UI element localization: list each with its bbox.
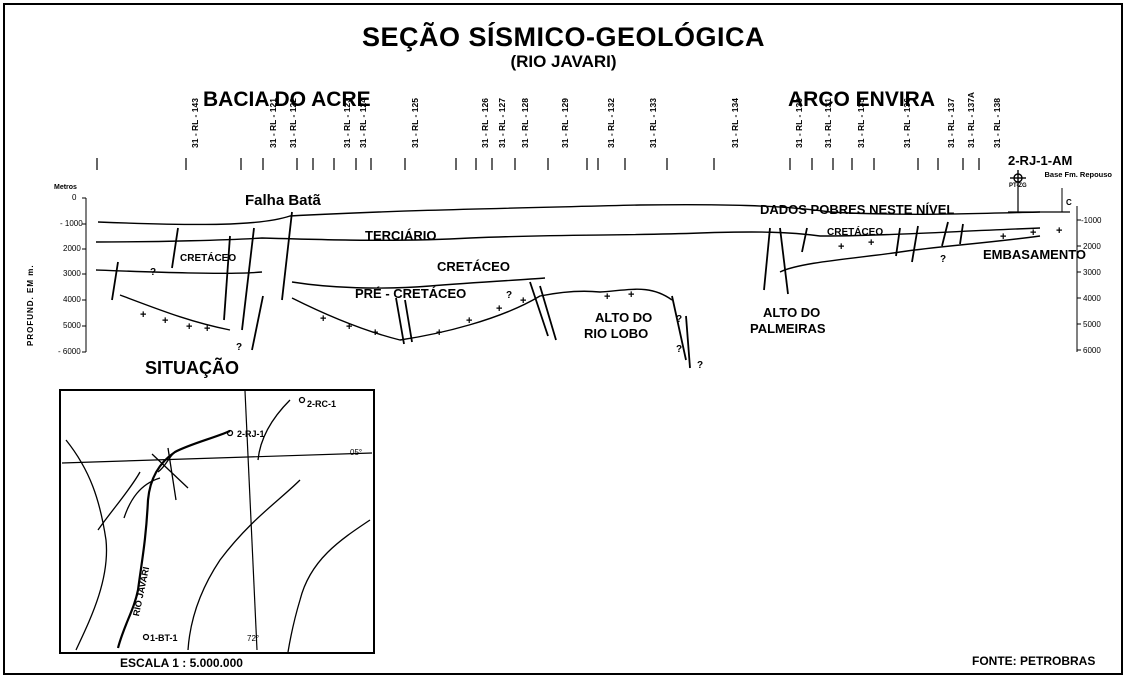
figure-subtitle: (RIO JAVARI) xyxy=(510,52,617,71)
horizon-basement xyxy=(119,288,673,341)
left-tick: 0 xyxy=(72,193,77,202)
svg-text:+: + xyxy=(868,237,874,249)
map-well-2rj1: 2-RJ-1 xyxy=(237,429,265,439)
axis-unit-label: Metros xyxy=(54,184,77,191)
svg-text:+: + xyxy=(1056,225,1062,237)
svg-text:+: + xyxy=(140,309,146,321)
left-tick: 2000 xyxy=(63,244,81,253)
right-tick: 5000 xyxy=(1083,320,1101,329)
svg-text:+: + xyxy=(204,323,210,335)
svg-text:+: + xyxy=(186,321,192,333)
svg-text:?: ? xyxy=(236,342,242,353)
right-tick: 2000 xyxy=(1083,242,1101,251)
svg-text:+: + xyxy=(320,313,326,325)
svg-text:+: + xyxy=(628,289,634,301)
situacao-title: SITUAÇÃO xyxy=(145,358,239,378)
svg-text:+: + xyxy=(436,327,442,339)
left-tick: - 6000 xyxy=(58,347,81,356)
horizon-tertiary-base xyxy=(95,227,1041,243)
svg-text:?: ? xyxy=(506,290,512,301)
svg-text:?: ? xyxy=(940,254,946,265)
alto-rio-lobo-label-1: ALTO DO xyxy=(595,310,653,325)
svg-text:+: + xyxy=(1000,231,1006,243)
right-tick: 6000 xyxy=(1083,346,1101,355)
svg-text:?: ? xyxy=(676,344,682,355)
alto-rio-lobo-label-2: RIO LOBO xyxy=(584,326,649,341)
left-tick: 5000 xyxy=(63,321,81,330)
shotpoint-ticks xyxy=(96,158,980,170)
well-formation: Base Fm. Repouso xyxy=(1044,170,1112,179)
alto-palmeiras-label-1: ALTO DO xyxy=(763,305,821,320)
svg-text:?: ? xyxy=(697,360,703,371)
pre-cretaceo-label: PRÉ - CRETÁCEO xyxy=(355,286,467,301)
left-tick: 3000 xyxy=(63,269,81,278)
svg-text:?: ? xyxy=(150,267,156,278)
left-tick: 4000 xyxy=(63,295,81,304)
map-well-2rc1: 2-RC-1 xyxy=(307,399,337,409)
svg-text:+: + xyxy=(838,241,844,253)
left-tick: - 1000 xyxy=(60,219,83,228)
basement-marks: + + + + + + + + + + + + + + + + + + ??? ??? ? xyxy=(140,225,1062,371)
map-scale: ESCALA 1 : 5.000.000 xyxy=(120,656,243,670)
well-c-label: C xyxy=(1066,198,1072,207)
right-tick: -1000 xyxy=(1081,216,1102,225)
right-tick: 4000 xyxy=(1083,294,1101,303)
svg-text:+: + xyxy=(496,303,502,315)
map-latitude-label: 05° xyxy=(350,448,363,457)
region-bacia-do-acre: BACIA DO ACRE xyxy=(203,88,371,111)
well-name: 2-RJ-1-AM xyxy=(1008,153,1073,168)
cretaceo-right-label: CRETÁCEO xyxy=(827,227,884,238)
svg-text:+: + xyxy=(520,295,526,307)
svg-text:?: ? xyxy=(676,314,682,325)
embasamento-label: EMBASAMENTO xyxy=(983,247,1087,262)
svg-text:+: + xyxy=(346,321,352,333)
figure-title: SEÇÃO SÍSMICO-GEOLÓGICA xyxy=(361,22,766,52)
svg-text:+: + xyxy=(162,315,168,327)
map-longitude-label: 72° xyxy=(247,634,260,643)
falha-bata-label: Falha Batã xyxy=(245,192,321,209)
location-map-frame xyxy=(59,389,375,654)
cretaceo-left-label: CRETÁCEO xyxy=(180,253,237,264)
right-tick: 3000 xyxy=(1083,268,1101,277)
horizon-surface xyxy=(97,203,1041,226)
figure-frame xyxy=(3,3,1123,675)
faults xyxy=(111,211,964,369)
poor-data-label: DADOS POBRES NESTE NÍVEL xyxy=(760,202,955,217)
source-credit: FONTE: PETROBRAS xyxy=(972,654,1096,668)
alto-palmeiras-label-2: PALMEIRAS xyxy=(750,321,826,336)
region-arco-envira: ARCO ENVIRA xyxy=(788,88,936,111)
location-map-drawing xyxy=(61,390,373,653)
svg-text:+: + xyxy=(466,315,472,327)
svg-text:+: + xyxy=(372,327,378,339)
svg-text:+: + xyxy=(604,291,610,303)
map-well-1bt1: 1-BT-1 xyxy=(150,633,178,643)
svg-text:+: + xyxy=(1030,227,1036,239)
cretaceo-main-label: CRETÁCEO xyxy=(437,259,510,274)
